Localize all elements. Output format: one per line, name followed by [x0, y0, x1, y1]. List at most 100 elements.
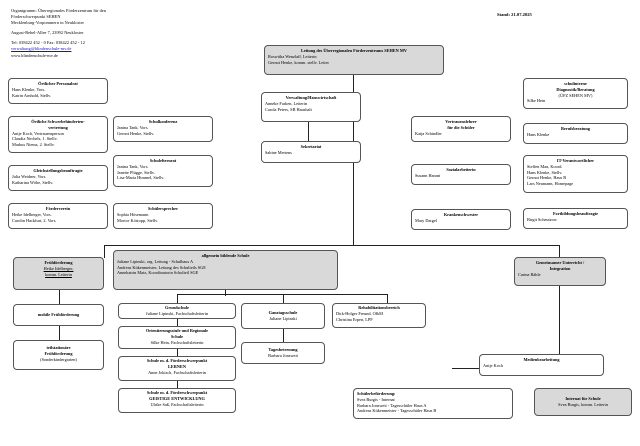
header-line-3: Mecklenburg-Vorpommern in Neukloster: [11, 20, 85, 26]
box-sekretariat-row-0: Sabine Mertens: [265, 149, 292, 155]
connector-school-bus: [177, 294, 387, 295]
box-it-title: IT-Verantwortlicher: [556, 158, 595, 163]
box-oertlicher-personalrat[interactable]: Örtlicher Personalrat Hans Klenke, Vors.…: [8, 78, 108, 104]
box-teilstationaer-title: teilstationäre: [46, 345, 71, 350]
box-verwaltung[interactable]: Verwaltung/Hauswirtschaft Anneke Farken,…: [261, 92, 361, 122]
box-leitung[interactable]: Leitung des Überregionalen Förderzentrum…: [264, 45, 444, 75]
box-leitung-title: Leitung des Überregionalen Förderzentrum…: [300, 48, 408, 53]
box-schwerbehindertenvertretung[interactable]: Örtliche Schwerbehinderten- vertretung A…: [8, 116, 108, 153]
box-schulkonferenz-row-0: Janina Tank, Vors.: [117, 124, 149, 130]
box-gemeinsamer-unterricht[interactable]: Gemeinsamer Unterricht / Integration Car…: [514, 257, 606, 286]
box-leitung-row-1: Gernot Henke, komm. stellv. Leiter: [268, 59, 329, 65]
box-schule-row-2: Annekatrin Matz, Koordinatorin Schulteil…: [117, 270, 199, 276]
box-schuelerbef-row-2: Andreas Kükenmeister - Tagesschüler Haus…: [357, 408, 437, 414]
box-diagnostik-title3: (ÜFZ SEHEN MV): [558, 92, 593, 98]
box-teilstationaere-fruehfoerderung[interactable]: teilstationäre Frühförderung (Sonderkind…: [13, 340, 104, 370]
box-orientierung-row-0: Silke Hein, Fachschaftsleiterin: [150, 339, 204, 345]
box-schulelternrat-row-0: Janina Tank, Vors.: [117, 163, 149, 169]
box-it-row-0: Steffen Mau, Koord.: [527, 163, 563, 169]
box-it-row-3: Lars Neumann, Homepage: [527, 181, 574, 187]
box-grundschule[interactable]: Grundschule Juliane Lipinski, Fachschaft…: [118, 303, 236, 319]
box-schule-title: allgemein bildende Schule: [201, 253, 250, 258]
box-verwaltung-row-0: Anneke Farken, Leiterin: [265, 100, 308, 106]
box-ff-row-0: Heike Idelberger,: [43, 265, 74, 271]
box-reha-row-1: Christina Erpen, LPF: [336, 316, 373, 322]
box-it-row-2: Gernot Henke, Haus B: [527, 175, 567, 181]
box-schulkonferenz-title: Schulkonferenz: [148, 119, 178, 124]
box-grundschule-row-0: Juliane Lipinski, Fachschaftsleiterin: [145, 310, 209, 316]
box-svt-row-2: Markus Niems, 2. Stellv.: [12, 142, 55, 148]
box-berufsberatung-row-0: Hans Klenke: [527, 131, 550, 137]
box-geistige-row-0: Ulrike Saß, Fachschaftsleiterin: [150, 401, 204, 407]
header-line-2: Förderschwerpunkt SEHEN: [11, 14, 61, 20]
connector-school-reha: [387, 294, 388, 303]
box-it-row-1: Hans Klenke, Stellv.: [527, 169, 563, 175]
box-schuelersprecher-row-1: Morice Köstopp, Stellv.: [117, 217, 159, 223]
box-orientierung-title2: Schule: [170, 333, 184, 339]
box-orientierung-title: Orientierungsstufe und Regionale: [145, 328, 209, 333]
box-diagnostik-beratung[interactable]: schulinterne Diagnostik/Beratung (ÜFZ SE…: [523, 78, 628, 109]
box-schulelternrat[interactable]: Schulelternrat Janina Tank, Vors. Janett…: [113, 155, 213, 187]
box-mobile-ff-title: mobile Frühförderung: [37, 312, 80, 318]
box-foerderverein-title: Förderverein: [45, 206, 71, 211]
box-schule-lernen[interactable]: Schule m. d. Förderschwerpunkt LERNEN An…: [118, 356, 236, 381]
box-allgemein-bildende-schule[interactable]: allgemein bildende Schule Juliane Lipins…: [113, 250, 338, 290]
box-sozialarbeiterin[interactable]: Sozialarbeiterin Susann Harant: [411, 164, 511, 185]
box-reha-title: Rehabilitationsbereich: [358, 305, 400, 310]
box-berufsberatung[interactable]: Berufsberatung Hans Klenke: [523, 123, 628, 144]
box-foerderverein-row-1: Carolin Hackfurt, 2. Vors.: [12, 217, 57, 223]
box-geistige-title2: GEISTIGE ENTWICKLUNG: [149, 395, 205, 401]
box-verwaltung-title: Verwaltung/Hauswirtschaft: [285, 95, 337, 100]
box-schule-geistige-entwicklung[interactable]: Schule m. d. Förderschwerpunkt GEISTIGE …: [118, 388, 236, 413]
box-gleichstellungsbeauftragte[interactable]: Gleichstellungsbeauftragte Julia Weidner…: [8, 165, 108, 191]
box-ganztag-title: Ganztagsschule: [268, 310, 298, 316]
box-schule-row-0: Juliane Lipinski, org. Leitung - Schulha…: [117, 258, 194, 264]
box-verwaltung-row-1: Carola Peters, SB Haushalt: [265, 106, 312, 112]
box-internat-fuer-schule[interactable]: Internat für Schule Svea Burgis, komm. L…: [534, 388, 632, 416]
connector-ff-mobile: [59, 290, 60, 304]
box-gleichstellung-row-0: Julia Weidner, Vors.: [12, 173, 47, 179]
box-lernen-title: Schule m. d. Förderschwerpunkt: [146, 358, 208, 363]
box-schuelersprecher[interactable]: Schülersprecher Sophia Hösemann Morice K…: [113, 203, 213, 229]
box-lernen-row-0: Anne Jokisch, Fachschaftsleiterin: [148, 369, 206, 375]
box-vertrauenslehrer[interactable]: Vertrauenslehrer für die Schüler Katja S…: [411, 116, 511, 142]
box-schuelerbefoerderung[interactable]: Schülerbeförderung: Svea Burgis - Intern…: [353, 388, 513, 419]
box-krankenschwester[interactable]: Krankenschwester Mary Dargel: [411, 209, 511, 230]
connector-main-bus: [104, 245, 559, 246]
box-svt-row-1: Claudia Nechels, 1. Stellv.: [12, 136, 58, 142]
header-email-link[interactable]: verwaltung@blindenschule-mv.de: [11, 46, 72, 52]
box-schulkonferenz[interactable]: Schulkonferenz Janina Tank, Vors. Gernot…: [113, 116, 213, 142]
box-schuelersprecher-title: Schülersprecher: [148, 206, 178, 211]
box-rehabilitationsbereich[interactable]: Rehabilitationsbereich Dirk-Holger Freun…: [332, 303, 426, 328]
box-ff-title: Frühförderung: [44, 260, 73, 265]
box-diagnostik-title2: Diagnostik/Beratung: [556, 86, 595, 92]
box-mobile-fruehfoerderung[interactable]: mobile Frühförderung: [13, 304, 104, 326]
box-orientierungsstufe[interactable]: Orientierungsstufe und Regionale Schule …: [118, 326, 236, 349]
connector-school-trunk: [225, 290, 226, 296]
header-address: August-Bebel-Allee 7, 23992 Neukloster: [11, 30, 84, 36]
box-gleichstellung-title: Gleichstellungsbeauftragte: [33, 168, 83, 173]
box-fruehfoerderung[interactable]: Frühförderung Heike Idelberger, komm. Le…: [13, 257, 104, 290]
box-medienbearbeitung[interactable]: Medienbearbeitung Antje Koch: [479, 354, 604, 376]
box-schuelersprecher-row-0: Sophia Hösemann: [117, 211, 149, 217]
connector-mobile-teilstationaer: [59, 326, 60, 340]
header-phone: Tel: 038422 452 - 0 Fax: 038422 452 - 12: [11, 40, 85, 46]
box-lernen-title2: LERNEN: [168, 363, 186, 369]
box-sekretariat[interactable]: Sekretariat Sabine Mertens: [261, 141, 361, 163]
box-fortbildungsbeauftragte[interactable]: Fortbildungsbeauftragte Birgit Scheutzow: [523, 208, 628, 229]
box-medien-row-0: Antje Koch: [483, 362, 503, 368]
box-integration-title: Gemeinsamer Unterricht /: [535, 260, 585, 265]
box-ganztagsschule[interactable]: Ganztagsschule Juliane Lipinski: [241, 303, 325, 329]
box-ff-row-1: komm. Leiterin: [45, 271, 72, 277]
box-schuelerbef-row-0: Svea Burgis - Internat: [357, 396, 395, 402]
box-it-verantwortlicher[interactable]: IT-Verantwortlicher Steffen Mau, Koord. …: [523, 155, 628, 193]
box-tagesbetreuung[interactable]: Tagesbetreuung Barbara Jonsweit: [241, 342, 325, 364]
box-tagesbetreuung-title: Tagesbetreuung: [268, 347, 298, 353]
header-line-1: Organigramm: Überregionales Förderzentru…: [11, 8, 106, 13]
box-schuelerbef-row-1: Barbara Jonsweit - Tagesschüler Haus A: [357, 402, 427, 408]
header-web: www.blindenschule-mv.de: [11, 52, 58, 58]
box-foerderverein[interactable]: Förderverein Heike Idelberger, Vors. Car…: [8, 203, 108, 229]
box-diagnostik-row-0: Silke Hein: [527, 98, 546, 104]
box-sozialarbeiterin-title: Sozialarbeiterin: [446, 167, 476, 172]
box-schule-row-1: Andreas Kükenmeister, Leitung des Schult…: [117, 264, 206, 270]
